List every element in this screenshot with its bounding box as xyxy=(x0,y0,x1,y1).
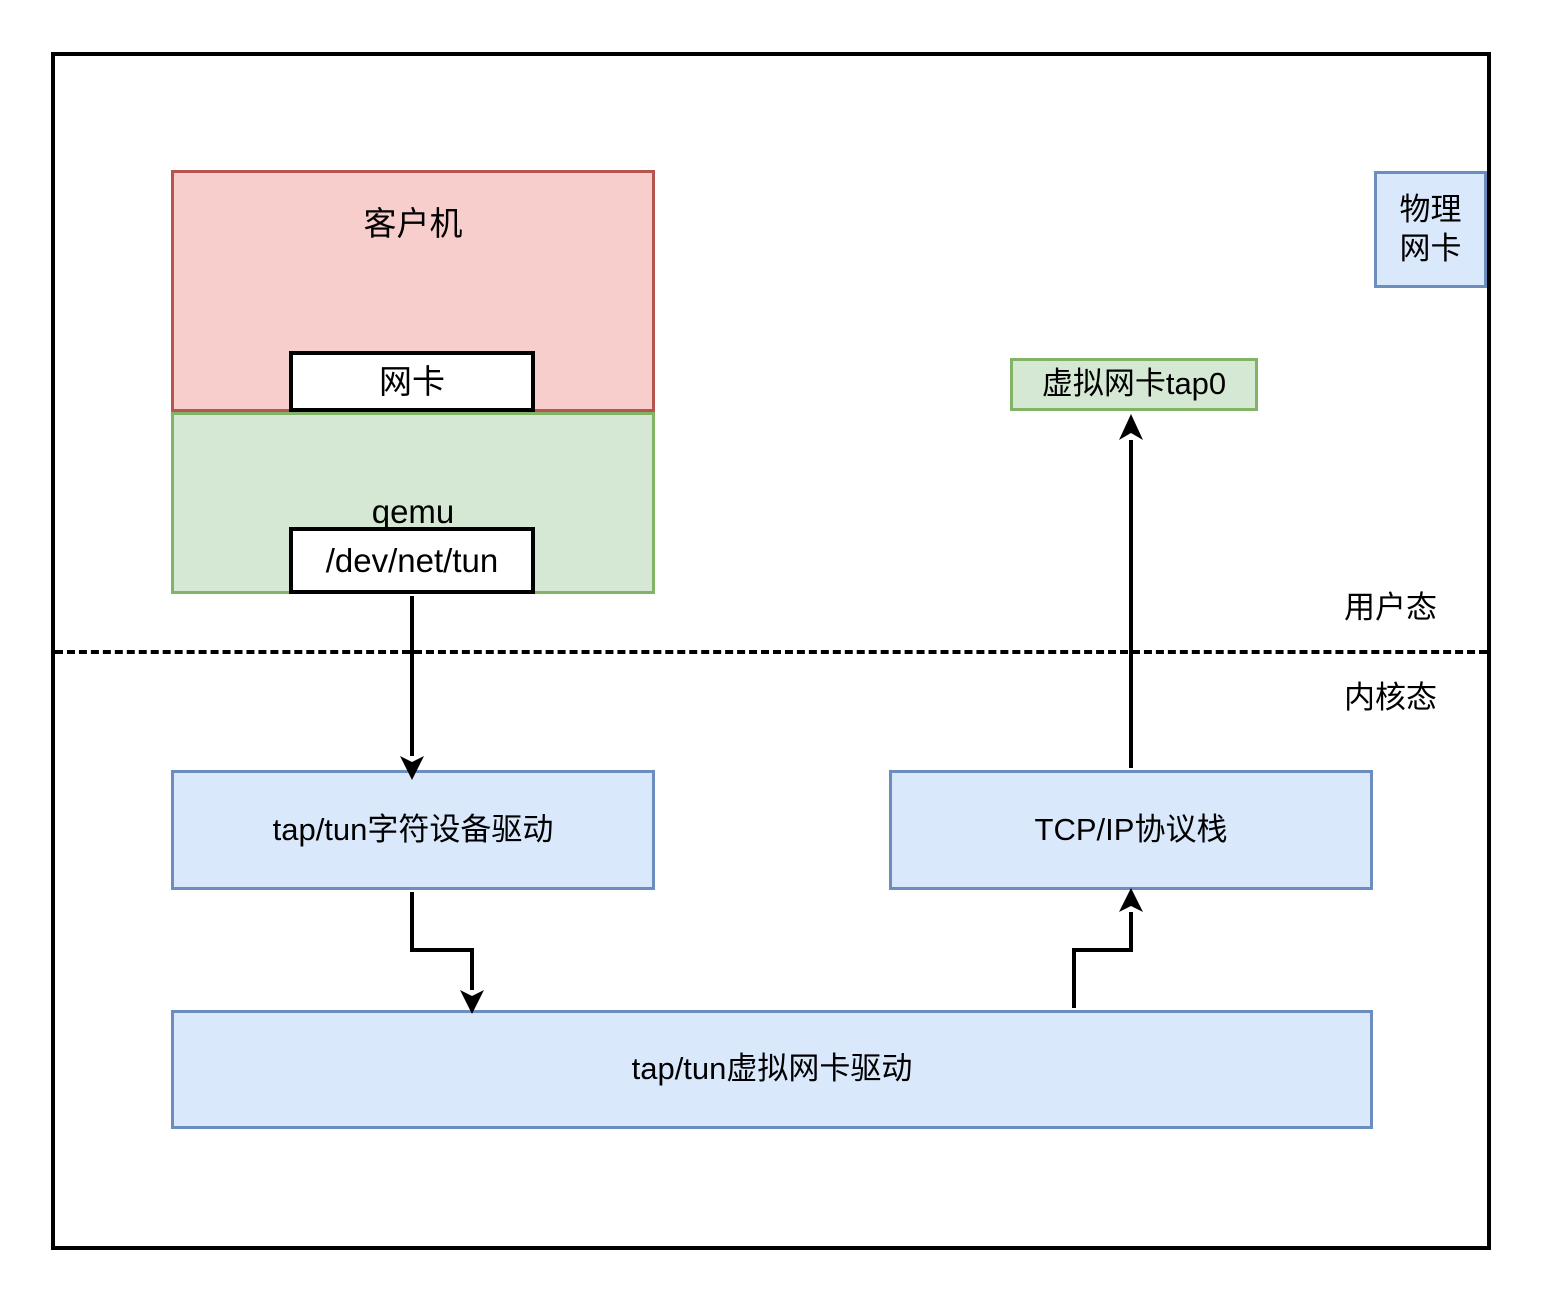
physical-nic-label-line2: 网卡 xyxy=(1399,230,1462,266)
user-mode-label: 用户态 xyxy=(1344,590,1437,625)
user-kernel-divider xyxy=(55,650,1487,654)
dev-net-tun-box[interactable]: /dev/net/tun xyxy=(289,527,535,594)
kernel-mode-label: 内核态 xyxy=(1344,680,1437,715)
host-machine-frame xyxy=(51,52,1491,1250)
tap-tun-char-device-driver-box[interactable]: tap/tun字符设备驱动 xyxy=(171,770,655,890)
tcpip-stack-box[interactable]: TCP/IP协议栈 xyxy=(889,770,1373,890)
tap-tun-virtual-nic-driver-box[interactable]: tap/tun虚拟网卡驱动 xyxy=(171,1010,1373,1129)
physical-nic-box[interactable]: 物理 网卡 xyxy=(1374,171,1487,288)
guest-nic-box[interactable]: 网卡 xyxy=(289,351,535,412)
virtual-nic-tap0-box[interactable]: 虚拟网卡tap0 xyxy=(1010,358,1258,411)
physical-nic-label-line1: 物理 xyxy=(1399,191,1462,227)
